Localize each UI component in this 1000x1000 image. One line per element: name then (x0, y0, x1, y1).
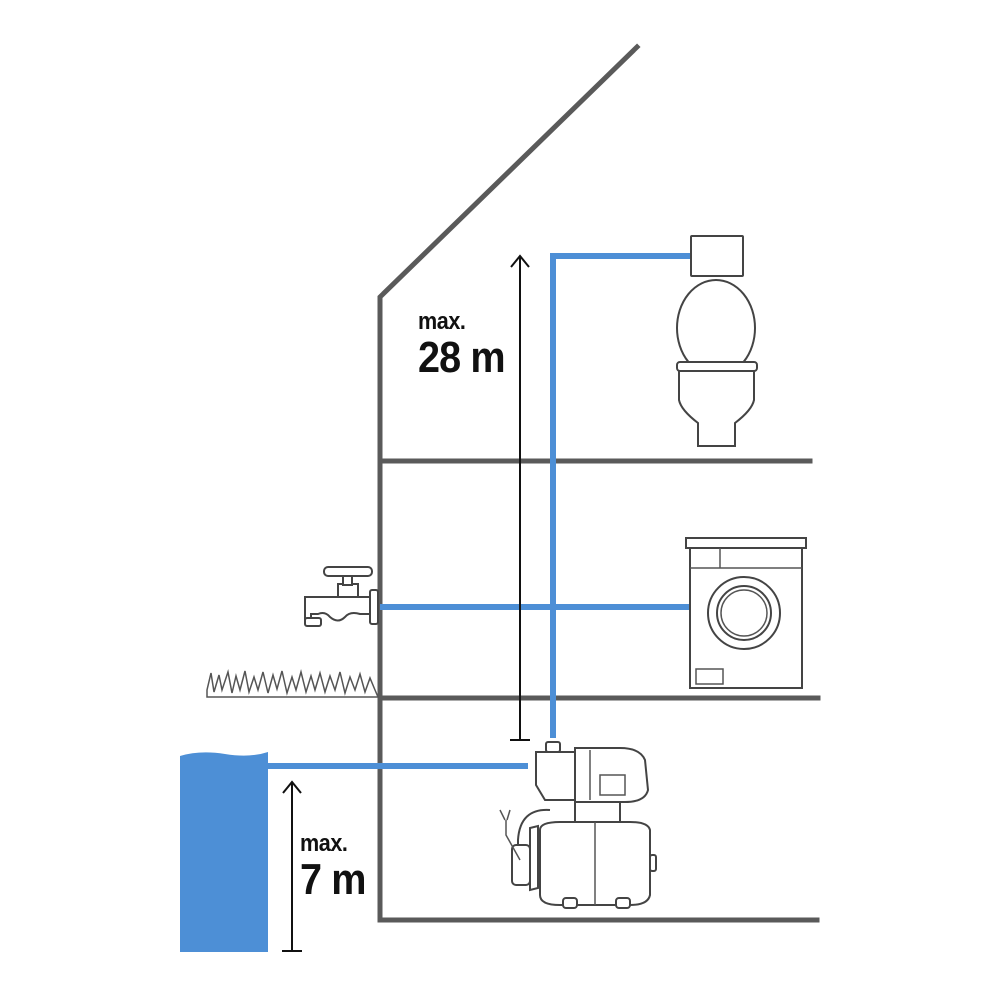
suction-depth-prefix: max. (300, 830, 348, 857)
toilet-icon (676, 235, 758, 447)
domestic-waterworks-pump-icon (499, 741, 657, 909)
delivery-height-label: max. 28 m (418, 310, 514, 380)
outdoor-tap-icon (304, 566, 379, 627)
washing-machine-icon (685, 537, 807, 689)
depth-arrow-7m (282, 780, 302, 952)
height-arrow-28m (510, 254, 530, 741)
delivery-height-prefix: max. (418, 308, 466, 335)
delivery-height-value: 28 m (418, 333, 506, 382)
suction-depth-value: 7 m (300, 855, 366, 904)
grass-icon (206, 669, 380, 698)
water-reservoir (180, 752, 268, 952)
pipes (268, 253, 694, 769)
suction-depth-label: max. 7 m (300, 832, 373, 902)
riser-pipe (550, 253, 694, 738)
